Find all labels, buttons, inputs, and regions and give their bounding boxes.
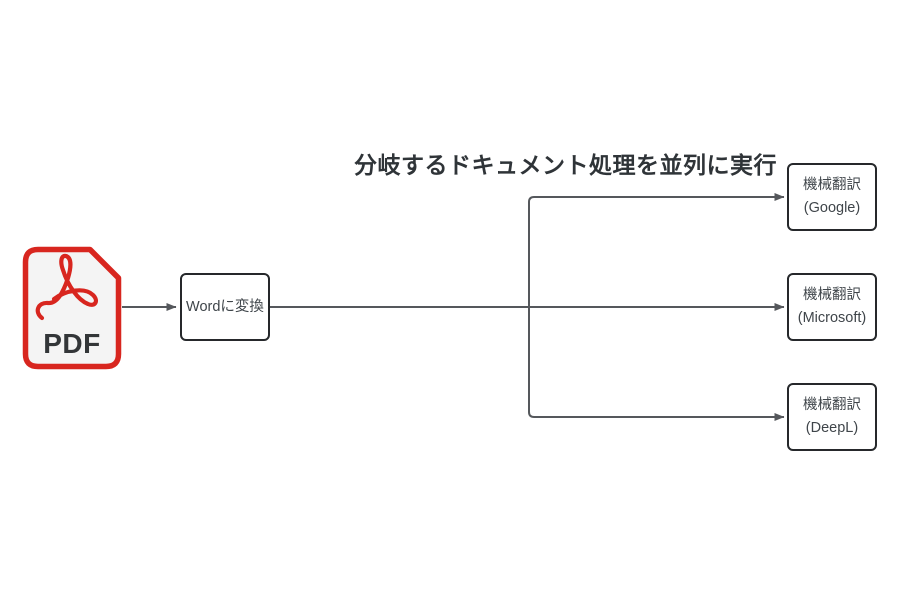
target-node-label-line1: 機械翻訳 bbox=[803, 397, 861, 413]
target-node-label-line1: 機械翻訳 bbox=[803, 177, 861, 193]
process-node-label: Wordに変換 bbox=[186, 298, 264, 315]
target-node-deepl: 機械翻訳 (DeepL) bbox=[787, 383, 877, 451]
target-node-microsoft: 機械翻訳 (Microsoft) bbox=[787, 273, 877, 341]
target-node-label-line2: (Microsoft) bbox=[797, 310, 867, 326]
acrobat-loop-icon bbox=[35, 253, 98, 321]
target-node-label-line2: (Google) bbox=[803, 200, 861, 216]
pdf-label: PDF bbox=[43, 328, 101, 359]
arrow-branch-to-google bbox=[528, 193, 785, 307]
target-node-google: 機械翻訳 (Google) bbox=[787, 163, 877, 231]
pdf-source-node: PDF bbox=[22, 246, 122, 370]
target-node-label-line2: (DeepL) bbox=[805, 420, 859, 436]
pdf-file-icon: PDF bbox=[22, 246, 122, 370]
pdf-document-shape bbox=[22, 246, 122, 370]
diagram-title: 分岐するドキュメント処理を並列に実行 bbox=[354, 152, 777, 178]
target-node-label-line1: 機械翻訳 bbox=[803, 287, 861, 303]
process-node-word-convert: Wordに変換 bbox=[180, 273, 270, 341]
arrow-branch-to-deepl bbox=[528, 307, 785, 421]
